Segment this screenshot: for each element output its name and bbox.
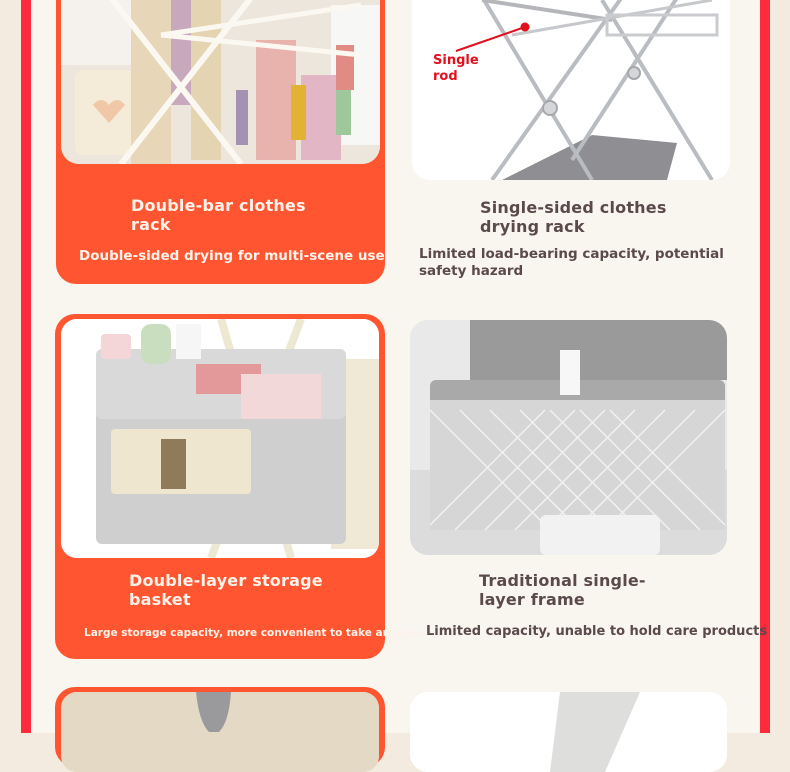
next-feature-illustration <box>61 692 379 772</box>
storage-basket-illustration <box>61 319 379 558</box>
feature-description: Double-sided drying for multi-scene use <box>79 248 385 264</box>
single-rod-rack-image <box>412 0 730 180</box>
double-bar-rack-image <box>61 0 380 164</box>
feature-title: Double-bar clothes rack <box>131 196 306 234</box>
comparison-description: Limited capacity, unable to hold care pr… <box>426 624 768 639</box>
comparison-title: Traditional single- layer frame <box>479 571 646 609</box>
comparison-description: Limited load-bearing capacity, potential… <box>419 246 724 279</box>
next-comparison-illustration <box>410 692 727 772</box>
feature-card-next <box>55 687 385 772</box>
single-layer-frame-illustration <box>410 320 727 555</box>
single-layer-frame-image <box>410 320 727 555</box>
next-feature-image <box>61 692 379 772</box>
comparison-title: Single-sided clothes drying rack <box>480 198 667 236</box>
feature-description: Large storage capacity, more convenient … <box>84 627 424 639</box>
next-comparison-image <box>410 692 727 772</box>
feature-card-storage-basket: Double-layer storage basket Large storag… <box>55 314 424 659</box>
feature-card-double-bar: Double-bar clothes rack Double-sided dry… <box>56 0 385 284</box>
single-rod-annotation: Single rod <box>433 53 479 84</box>
right-red-border <box>760 0 770 733</box>
storage-basket-image <box>61 319 379 558</box>
clothes-rack-illustration <box>61 0 380 164</box>
feature-title: Double-layer storage basket <box>129 571 323 609</box>
single-rod-rack-illustration <box>412 0 730 180</box>
left-red-border <box>21 0 31 733</box>
